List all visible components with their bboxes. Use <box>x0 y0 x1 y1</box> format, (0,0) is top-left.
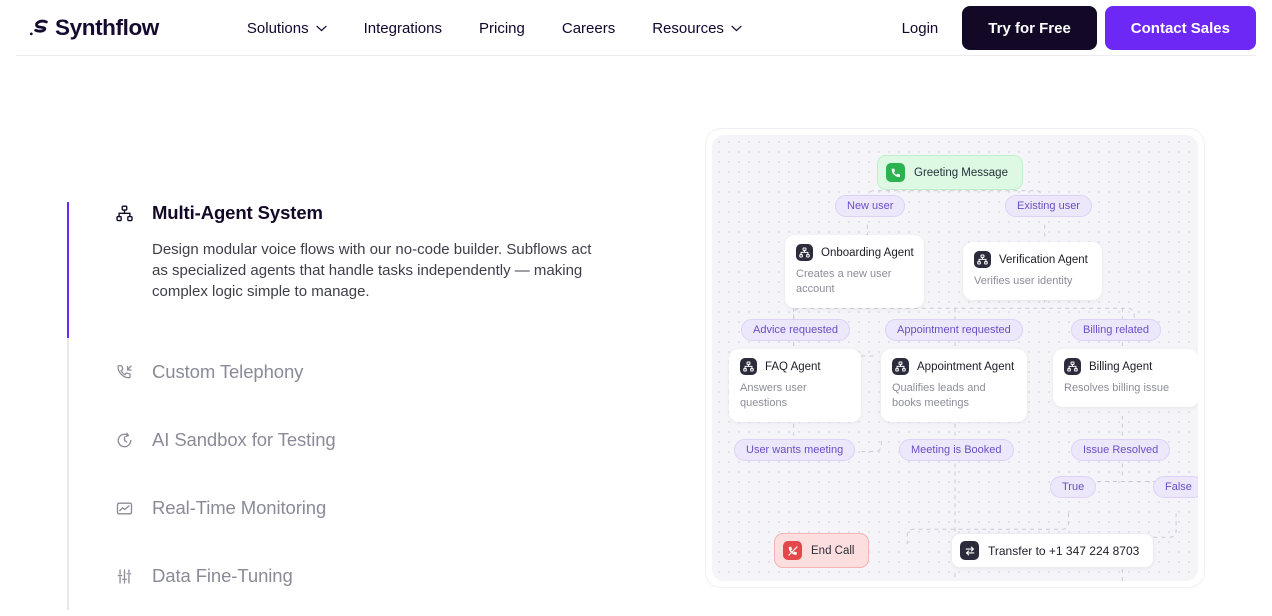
nav-link-integrations[interactable]: Integrations <box>364 20 442 37</box>
pill-appointment-requested[interactable]: Appointment requested <box>885 319 1023 341</box>
inactive-indicator-bar <box>67 406 69 474</box>
phone-icon <box>886 163 905 182</box>
feature-title: Custom Telephony <box>152 361 304 382</box>
feature-header: Real-Time Monitoring <box>115 490 672 526</box>
feature-title: AI Sandbox for Testing <box>152 429 336 450</box>
pill-advice-requested[interactable]: Advice requested <box>741 319 850 341</box>
sliders-icon <box>115 567 133 585</box>
inactive-indicator-bar <box>67 338 69 406</box>
sitemap-icon <box>892 358 909 375</box>
sitemap-icon <box>974 251 991 268</box>
card-header: Verification Agent <box>974 251 1091 268</box>
pill-user-wants-meeting[interactable]: User wants meeting <box>734 439 856 461</box>
card-subtitle: Answers user questions <box>740 382 807 409</box>
contact-sales-button[interactable]: Contact Sales <box>1104 6 1256 50</box>
nav-links: Solutions Integrations Pricing Careers R… <box>247 20 742 37</box>
feature-item-real-time-monitoring[interactable]: Real-Time Monitoring <box>67 474 672 542</box>
top-navbar: Synthflow Solutions Integrations Pricing… <box>0 0 1272 56</box>
nav-link-careers[interactable]: Careers <box>562 20 615 37</box>
card-appointment-agent[interactable]: Appointment Agent Qualifies leads and bo… <box>881 349 1027 422</box>
sitemap-icon <box>796 244 813 261</box>
feature-title: Real-Time Monitoring <box>152 497 327 518</box>
node-label: End Call <box>811 544 855 557</box>
card-subtitle: Creates a new user account <box>796 268 892 295</box>
pill-true[interactable]: True <box>1050 476 1097 498</box>
sitemap-icon <box>740 358 757 375</box>
card-billing-agent[interactable]: Billing Agent Resolves billing issue <box>1053 349 1198 407</box>
brand-logo[interactable]: Synthflow <box>28 15 159 41</box>
login-link[interactable]: Login <box>901 19 939 37</box>
page-content: Multi-Agent System Design modular voice … <box>0 56 1272 616</box>
nav-link-solutions[interactable]: Solutions <box>247 20 327 37</box>
synthflow-logo-mark-icon <box>29 19 48 36</box>
feature-header: Multi-Agent System <box>115 202 672 224</box>
node-label: Transfer to +1 347 224 8703 <box>988 543 1140 558</box>
feature-header: AI Sandbox for Testing <box>115 422 672 458</box>
flow-canvas[interactable]: Greeting Message New user Existing user <box>712 135 1198 581</box>
sitemap-icon <box>1064 358 1081 375</box>
transfer-arrows-icon <box>960 541 979 560</box>
try-for-free-button[interactable]: Try for Free <box>962 6 1097 50</box>
nav-link-label: Pricing <box>479 19 525 37</box>
feature-title: Multi-Agent System <box>152 202 323 223</box>
pill-issue-resolved[interactable]: Issue Resolved <box>1071 439 1171 461</box>
sitemap-icon <box>115 204 133 222</box>
feature-item-ai-sandbox-for-testing[interactable]: AI Sandbox for Testing <box>67 406 672 474</box>
brand-name: Synthflow <box>55 15 159 40</box>
node-end-call[interactable]: End Call <box>774 533 870 568</box>
active-indicator-bar <box>67 202 69 338</box>
card-title: Onboarding Agent <box>821 246 914 259</box>
nav-link-label: Solutions <box>246 19 309 37</box>
card-onboarding-agent[interactable]: Onboarding Agent Creates a new user acco… <box>785 235 924 308</box>
card-header: Onboarding Agent <box>796 244 914 261</box>
card-subtitle: Verifies user identity <box>974 275 1073 287</box>
nav-link-label: Resources <box>652 19 724 37</box>
card-header: FAQ Agent <box>740 358 850 375</box>
chart-image-icon <box>115 499 133 517</box>
feature-description: Design modular voice flows with our no-c… <box>152 241 592 300</box>
phone-hangup-icon <box>783 541 802 560</box>
card-title: FAQ Agent <box>765 360 821 373</box>
clock-rotate-icon <box>115 431 133 449</box>
card-subtitle: Resolves billing issue <box>1064 382 1170 394</box>
phone-incoming-icon <box>115 363 133 381</box>
pill-meeting-is-booked[interactable]: Meeting is Booked <box>899 439 1014 461</box>
card-verification-agent[interactable]: Verification Agent Verifies user identit… <box>963 242 1102 300</box>
node-transfer-call[interactable]: Transfer to +1 347 224 8703 <box>951 533 1155 568</box>
inactive-indicator-bar <box>67 542 69 610</box>
node-label: Greeting Message <box>914 166 1008 179</box>
feature-title: Data Fine-Tuning <box>152 565 293 586</box>
nav-link-label: Careers <box>561 19 616 37</box>
nav-link-resources[interactable]: Resources <box>652 20 742 37</box>
pill-new-user[interactable]: New user <box>835 195 906 217</box>
card-title: Appointment Agent <box>917 360 1015 373</box>
card-header: Appointment Agent <box>892 358 1016 375</box>
navbar-actions: Login Try for Free Contact Sales <box>878 6 1256 50</box>
nav-link-pricing[interactable]: Pricing <box>479 20 525 37</box>
flow-diagram-panel: Greeting Message New user Existing user <box>705 128 1205 588</box>
pill-false[interactable]: False <box>1153 476 1198 498</box>
inactive-indicator-bar <box>67 474 69 542</box>
card-header: Billing Agent <box>1064 358 1188 375</box>
pill-billing-related[interactable]: Billing related <box>1071 319 1162 341</box>
feature-item-data-fine-tuning[interactable]: Data Fine-Tuning <box>67 542 672 610</box>
feature-item-multi-agent-system[interactable]: Multi-Agent System Design modular voice … <box>67 202 672 338</box>
feature-list: Multi-Agent System Design modular voice … <box>0 128 672 616</box>
pill-existing-user[interactable]: Existing user <box>1005 195 1092 217</box>
node-greeting-message[interactable]: Greeting Message <box>877 155 1023 190</box>
card-subtitle: Qualifies leads and books meetings <box>892 382 986 409</box>
feature-item-custom-telephony[interactable]: Custom Telephony <box>67 338 672 406</box>
chevron-down-icon <box>731 25 742 31</box>
nav-link-label: Integrations <box>363 19 442 37</box>
chevron-down-icon <box>316 25 327 31</box>
feature-header: Custom Telephony <box>115 354 672 390</box>
feature-header: Data Fine-Tuning <box>115 558 672 594</box>
card-title: Billing Agent <box>1089 360 1153 373</box>
card-faq-agent[interactable]: FAQ Agent Answers user questions <box>729 349 861 422</box>
navbar-divider <box>16 55 1256 56</box>
card-title: Verification Agent <box>999 253 1088 266</box>
